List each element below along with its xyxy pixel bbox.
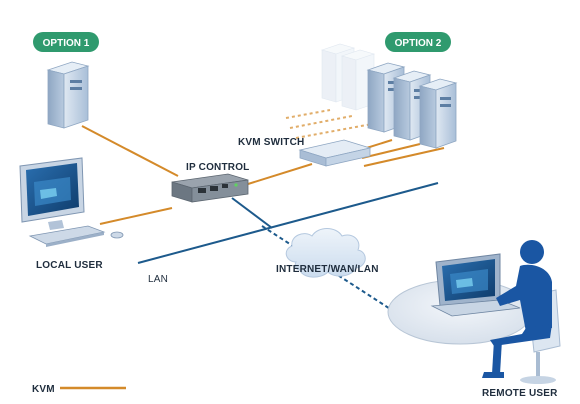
kvm-line-to-switch <box>247 163 313 185</box>
legend: KVM <box>32 384 126 395</box>
internet-cloud <box>285 228 366 278</box>
option2-pill <box>385 32 451 52</box>
kvm-line-option1 <box>81 125 179 177</box>
kvm-switch-device <box>298 139 372 167</box>
remote-user-figure <box>482 240 552 378</box>
local-user-workstation <box>19 157 124 247</box>
kvm-line-local-user <box>99 207 173 225</box>
option1-badge: OPTION 1 <box>33 32 99 52</box>
option2-badge: OPTION 2 <box>385 32 451 52</box>
kvm-cables <box>81 109 445 225</box>
kvm-line-faded-2 <box>289 115 353 129</box>
kvm-line-switch-srv2 <box>361 143 421 159</box>
kvm-switch-label: KVM SWITCH <box>238 137 304 148</box>
option1-server <box>46 61 90 129</box>
legend-kvm-label: KVM <box>32 384 55 395</box>
kvm-line-faded-3 <box>295 123 373 139</box>
option1-label: OPTION 1 <box>43 38 90 49</box>
option2-server-3 <box>418 78 458 149</box>
option1-pill <box>33 32 99 52</box>
lan-line-ipcontrol <box>231 197 273 229</box>
ip-control-device <box>171 173 249 203</box>
kvm-line-switch-srv3 <box>363 147 445 167</box>
lan-line-main <box>137 182 439 264</box>
remote-user-label: REMOTE USER <box>482 388 558 399</box>
option2-ghost-servers <box>320 43 376 111</box>
internet-label: INTERNET/WAN/LAN <box>276 264 379 275</box>
remote-user-station <box>387 240 561 384</box>
local-mouse <box>110 231 124 239</box>
ip-control-label: IP CONTROL <box>186 162 249 173</box>
local-user-label: LOCAL USER <box>36 260 103 271</box>
lan-label: LAN <box>148 274 168 285</box>
kvm-line-faded-1 <box>285 109 331 119</box>
option2-label: OPTION 2 <box>395 38 442 49</box>
